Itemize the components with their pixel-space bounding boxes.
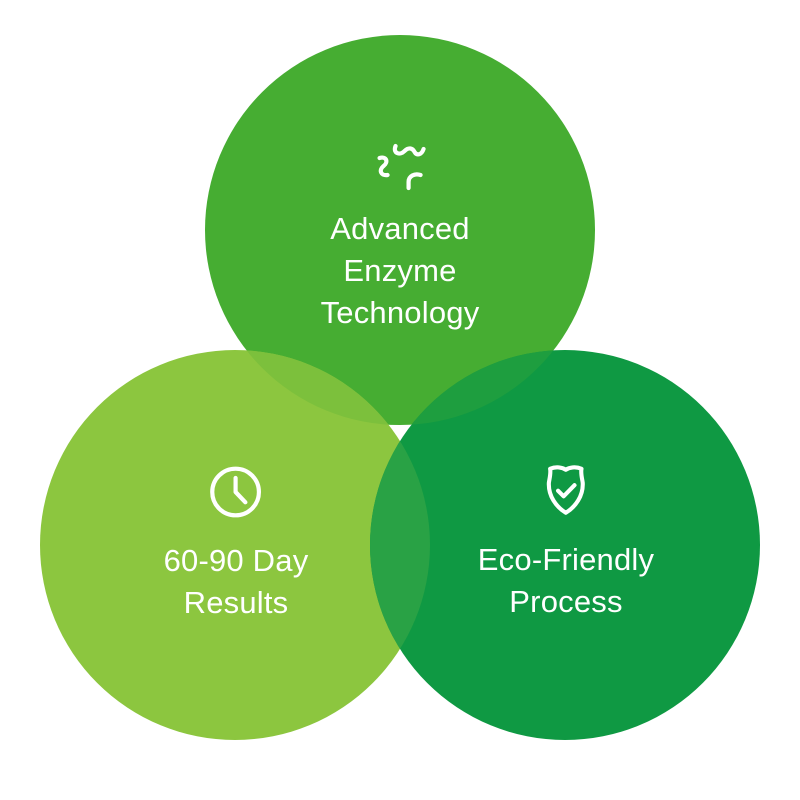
label-line: Process	[509, 584, 623, 619]
circle-bottom-left	[40, 350, 430, 740]
label-line: 60-90 Day	[163, 543, 309, 578]
circle-bottom-right	[370, 350, 760, 740]
circle-top	[205, 35, 595, 425]
venn-node-advanced-enzyme-technology: Advanced Enzyme Technology	[321, 140, 480, 334]
shield-check-icon	[547, 465, 585, 515]
enzyme-squiggle-icon	[377, 143, 427, 191]
label-line: Technology	[320, 295, 480, 330]
label-line: Results	[183, 585, 289, 620]
label-eco-friendly-process: Eco-Friendly Process	[478, 539, 654, 623]
label-line: Eco-Friendly	[477, 542, 655, 577]
venn-node-eco-friendly-process: Eco-Friendly Process	[478, 462, 654, 623]
label-advanced-enzyme-technology: Advanced Enzyme Technology	[321, 208, 480, 334]
clock-icon	[210, 466, 262, 518]
label-line: Enzyme	[343, 253, 457, 288]
label-line: Advanced	[330, 211, 470, 246]
label-60-90-day-results: 60-90 Day Results	[164, 540, 309, 624]
venn-node-60-90-day-results: 60-90 Day Results	[164, 464, 309, 624]
